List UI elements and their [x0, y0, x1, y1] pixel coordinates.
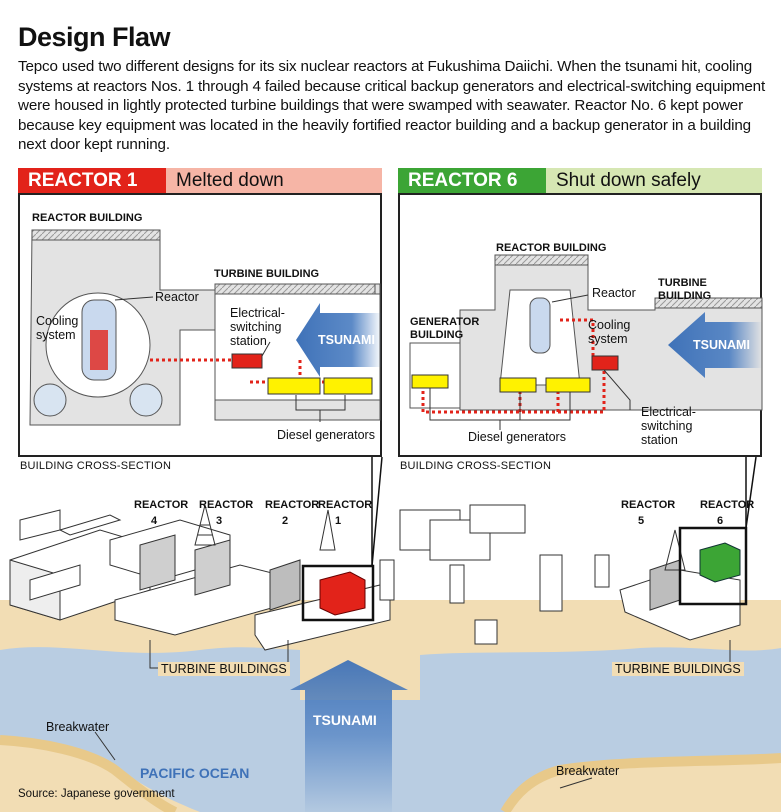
ocean-label: PACIFIC OCEAN — [140, 765, 250, 781]
intro-paragraph: Tepco used two different designs for its… — [18, 58, 766, 153]
breakwater-right-label: Breakwater — [556, 764, 620, 778]
map-turbine-buildings-left: TURBINE BUILDINGS — [158, 662, 290, 676]
reactor-6-building — [699, 542, 741, 583]
right-caption: BUILDING CROSS-SECTION — [400, 460, 552, 472]
reactor-1-building — [319, 571, 366, 616]
right-diesel-label: Diesel generators — [468, 430, 566, 444]
right-reactor-building-label: REACTOR BUILDING — [496, 242, 607, 254]
reactor-1-status: Melted down — [166, 168, 382, 193]
headline: Design Flaw — [18, 22, 171, 52]
left-turbine-building-label: TURBINE BUILDING — [214, 268, 320, 280]
left-diesel-label: Diesel generators — [277, 428, 375, 442]
left-reactor-label: Reactor — [155, 290, 199, 304]
reactor-1-highlight — [301, 564, 375, 622]
right-generator-label-2: BUILDING — [410, 329, 464, 341]
site-map — [0, 456, 781, 812]
plant-buildings-left — [9, 504, 741, 651]
tsunami-arrow-map — [290, 660, 408, 812]
left-switching-label-3: station — [230, 334, 267, 348]
reactor-1-header: REACTOR 1 Melted down — [18, 168, 382, 193]
right-cooling-label-1: Cooling — [588, 318, 631, 332]
left-reactor-building-label: REACTOR BUILDING — [32, 212, 143, 224]
reactor-6-highlight — [678, 526, 748, 606]
left-tsunami-label: TSUNAMI — [318, 333, 375, 347]
right-tsunami-label: TSUNAMI — [693, 338, 750, 352]
source-note: Source: Japanese government — [18, 788, 175, 800]
left-cooling-label-2: system — [36, 328, 76, 342]
left-cooling-label-1: Cooling — [36, 314, 79, 328]
map-turbine-buildings-right: TURBINE BUILDINGS — [612, 662, 744, 676]
right-generator-label-1: GENERATOR — [410, 316, 480, 328]
left-caption: BUILDING CROSS-SECTION — [20, 460, 172, 472]
right-reactor-label: Reactor — [592, 286, 636, 300]
breakwater-left-shape — [0, 735, 178, 812]
breakwater-left-label: Breakwater — [46, 720, 110, 734]
reactor-6-status: Shut down safely — [546, 168, 762, 193]
reactor-6-tag: REACTOR 6 — [398, 168, 546, 193]
breakwater-right-shape — [500, 753, 781, 812]
reactor-1-tag: REACTOR 1 — [18, 168, 166, 193]
reactor-6-header: REACTOR 6 Shut down safely — [398, 168, 762, 193]
left-switching-label-2: switching — [230, 320, 282, 334]
map-tsunami-label: TSUNAMI — [313, 712, 377, 728]
right-switching-label-2: switching — [641, 419, 693, 433]
right-cooling-label-2: system — [588, 332, 628, 346]
right-turbine-label-2: BUILDING — [658, 290, 712, 302]
right-turbine-label-1: TURBINE — [658, 277, 707, 289]
right-switching-label-1: Electrical- — [641, 405, 696, 419]
right-switching-label-3: station — [641, 433, 678, 447]
left-switching-label-1: Electrical- — [230, 306, 285, 320]
